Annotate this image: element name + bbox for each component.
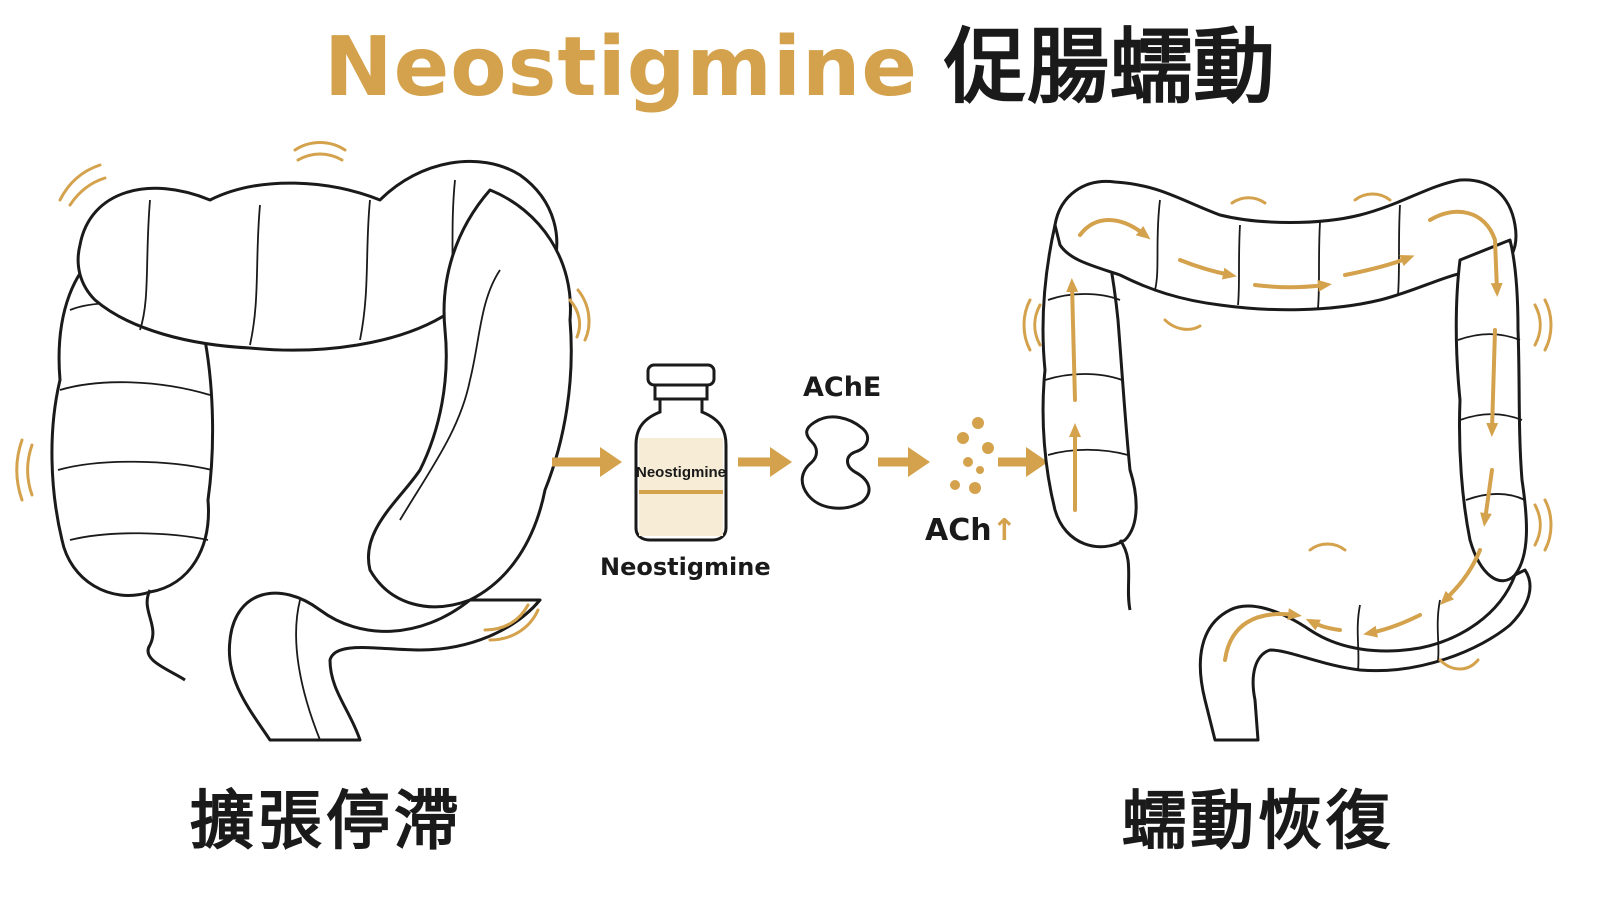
left-motion-marks <box>15 141 591 642</box>
ach-molecules-icon <box>950 417 994 494</box>
drug-name-label: Neostigmine <box>600 553 771 581</box>
caption-peristalsis-restored: 蠕動恢復 <box>1122 785 1394 859</box>
dilated-colon-illustration <box>50 159 573 742</box>
arrow-ach-to-colon-head <box>1026 447 1048 477</box>
ache-label: AChE <box>803 372 882 403</box>
ache-enzyme-icon <box>800 415 871 510</box>
ach-text: ACh <box>925 513 992 548</box>
contracting-colon-illustration <box>1041 178 1532 742</box>
vial-icon <box>634 363 728 542</box>
peristalsis-arrows <box>1066 209 1503 662</box>
right-motion-marks <box>1022 192 1553 671</box>
vial-label: Neostigmine <box>636 464 726 481</box>
caption-dilated-stasis: 擴張停滯 <box>190 785 462 859</box>
title-chinese: 促腸蠕動 <box>943 20 1276 115</box>
arrow-colon-to-drug-head <box>600 447 622 477</box>
ach-label: ACh↑ <box>925 513 1017 548</box>
arrow-drug-to-enzyme-head <box>770 447 792 477</box>
title-english: Neostigmine <box>324 20 918 115</box>
page-title: Neostigmine 促腸蠕動 <box>0 18 1600 118</box>
up-arrow-icon: ↑ <box>991 513 1017 548</box>
arrow-enzyme-to-ach-head <box>908 447 930 477</box>
